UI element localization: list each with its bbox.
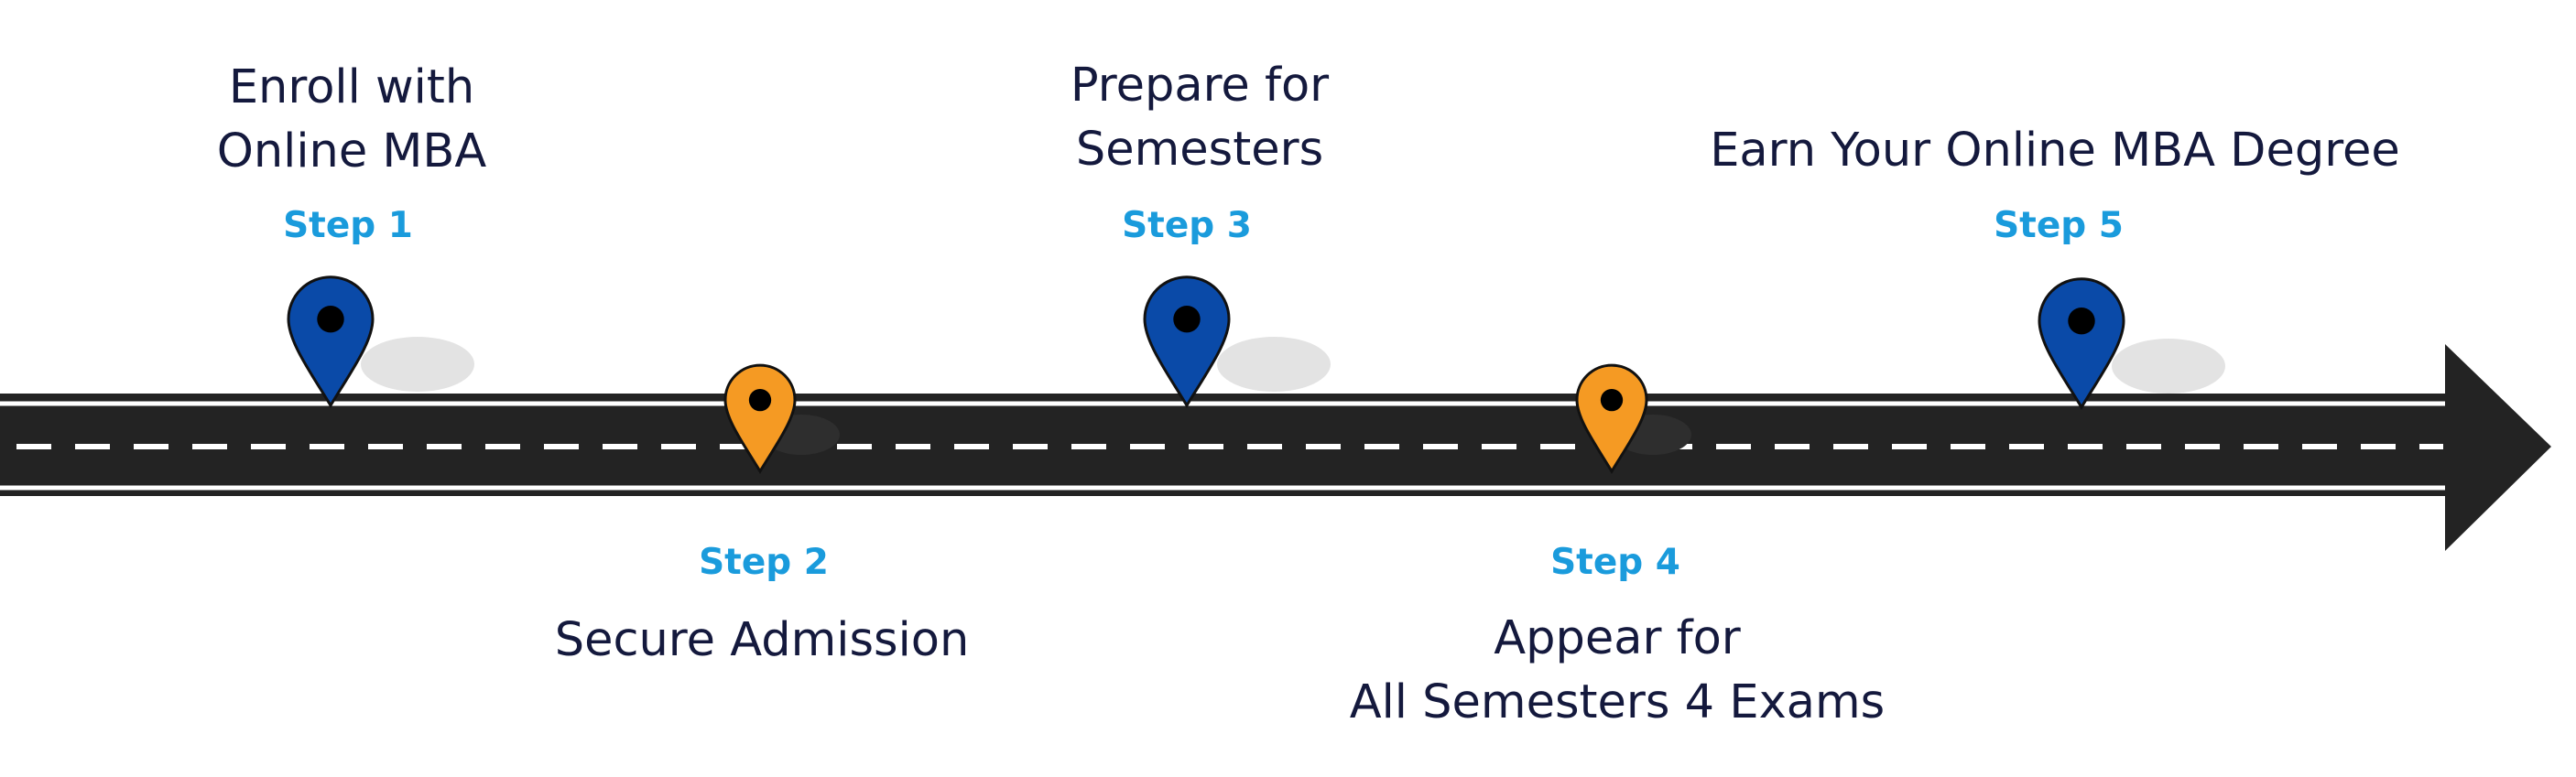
step-4-label: Step 4 bbox=[1550, 542, 1680, 583]
step-2-label: Step 2 bbox=[699, 542, 829, 583]
pin-body bbox=[1575, 363, 1648, 474]
step-4-map-pin-icon bbox=[1575, 363, 1691, 474]
step-1-map-pin-icon bbox=[287, 275, 474, 408]
step-4-title: Appear for All Semesters 4 Exams bbox=[1350, 607, 1886, 735]
pin-hole bbox=[2068, 307, 2095, 335]
road-body bbox=[0, 394, 2454, 496]
step-1-title-line-1: Enroll with bbox=[228, 60, 475, 114]
step-3-title-line-2: Semesters bbox=[1075, 123, 1324, 177]
step-3-title: Prepare for Semesters bbox=[1071, 54, 1329, 182]
step-5-label: Step 5 bbox=[1994, 205, 2124, 246]
step-3-map-pin-icon bbox=[1143, 275, 1331, 408]
pin-body bbox=[1143, 275, 1231, 408]
pin-shadow bbox=[2112, 339, 2225, 394]
step-5-map-pin-icon bbox=[2038, 277, 2225, 410]
step-1-title-line-2: Online MBA bbox=[216, 124, 487, 178]
step-3-label: Step 3 bbox=[1122, 205, 1252, 246]
pin-hole bbox=[748, 388, 772, 412]
pin-hole bbox=[317, 305, 344, 333]
step-1-title: Enroll with Online MBA bbox=[217, 56, 487, 184]
pins-layer bbox=[287, 275, 2225, 474]
pin-hole bbox=[1600, 388, 1624, 412]
step-4-title-line-1: Appear for bbox=[1494, 611, 1741, 665]
step-4-title-line-2: All Semesters 4 Exams bbox=[1349, 675, 1886, 729]
step-3-title-line-1: Prepare for bbox=[1070, 59, 1330, 113]
step-5-title: Earn Your Online MBA Degree bbox=[1710, 119, 2400, 183]
step-1-label: Step 1 bbox=[283, 205, 413, 246]
pin-body bbox=[723, 363, 797, 474]
road-arrow-icon bbox=[0, 344, 2551, 551]
step-2-title: Secure Admission bbox=[555, 609, 970, 673]
arrow-head bbox=[2445, 344, 2551, 551]
pin-body bbox=[2038, 277, 2125, 410]
step-2-title-line-1: Secure Admission bbox=[554, 613, 970, 667]
step-5-title-line-1: Earn Your Online MBA Degree bbox=[1710, 124, 2400, 178]
pin-body bbox=[287, 275, 375, 408]
pin-shadow bbox=[1217, 337, 1331, 392]
pin-hole bbox=[1173, 305, 1201, 333]
step-2-map-pin-icon bbox=[723, 363, 840, 474]
pin-shadow bbox=[361, 337, 474, 392]
